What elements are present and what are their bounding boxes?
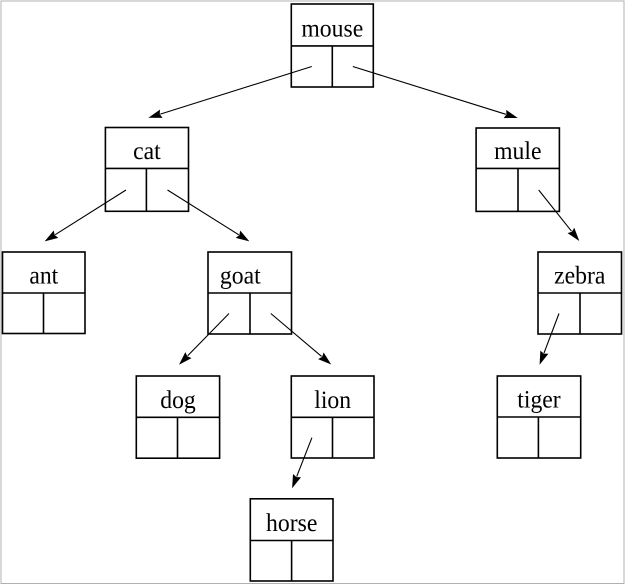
svg-text:dog: dog: [160, 386, 196, 414]
svg-text:goat: goat: [220, 262, 261, 290]
svg-text:lion: lion: [314, 386, 351, 414]
svg-text:ant: ant: [29, 262, 58, 290]
svg-text:zebra: zebra: [554, 262, 605, 290]
svg-text:horse: horse: [266, 509, 317, 537]
svg-text:tiger: tiger: [517, 386, 560, 414]
svg-text:mule: mule: [494, 137, 541, 165]
svg-text:cat: cat: [133, 137, 161, 165]
svg-text:mouse: mouse: [301, 15, 363, 43]
